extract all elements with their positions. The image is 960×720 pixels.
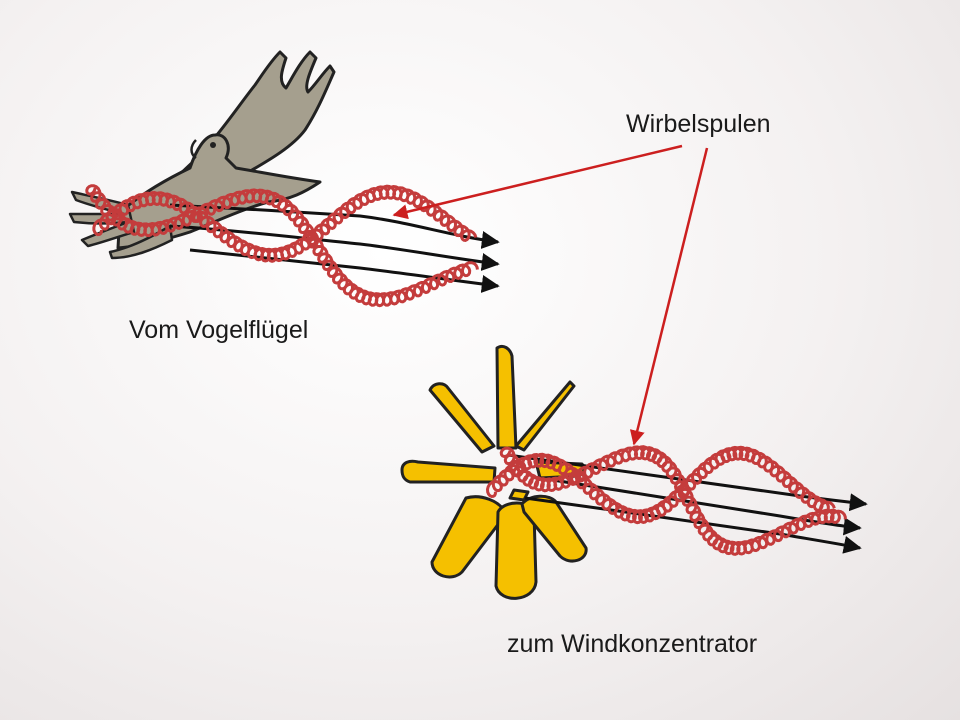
vortex-coil — [485, 445, 836, 525]
pointer-arrows — [392, 144, 709, 446]
vortex-coil — [499, 445, 847, 556]
concentrator-vortex-coils — [485, 445, 847, 556]
vortex-coil — [92, 184, 478, 263]
flow-line — [524, 496, 862, 554]
label-from-bird-wing: Vom Vogelflügel — [129, 316, 309, 344]
flow-line — [507, 453, 868, 512]
wind-concentrator-icon — [400, 344, 588, 600]
vortex-coil — [85, 184, 479, 308]
pointer-arrow-to-bird-coil — [392, 144, 683, 220]
pointer-arrow-to-concentrator-coil — [629, 147, 709, 446]
bird-vortex-coils — [85, 184, 479, 308]
label-to-wind-concentrator: zum Windkonzentrator — [507, 630, 758, 658]
label-vortex-coils: Wirbelspulen — [626, 110, 771, 138]
